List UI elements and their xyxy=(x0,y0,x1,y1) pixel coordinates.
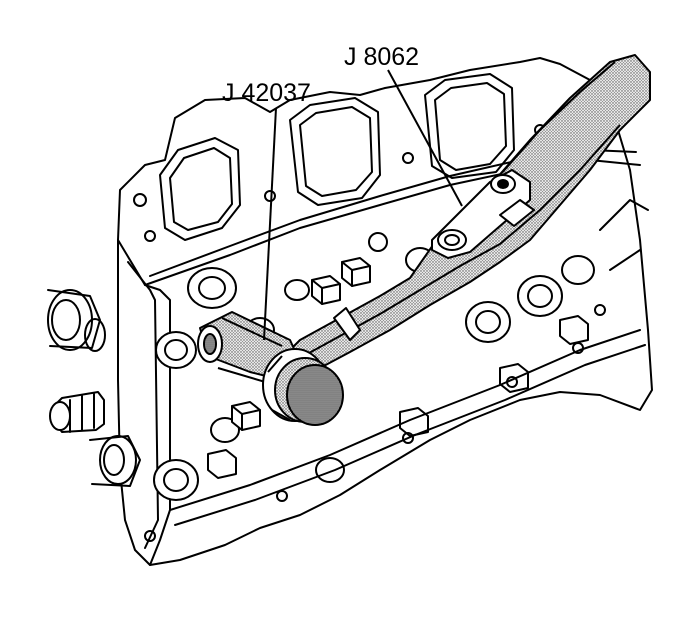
leader-line-j8062 xyxy=(387,69,463,207)
label-j8062: J 8062 xyxy=(344,43,420,71)
tool-j42037-adapter xyxy=(197,307,361,426)
label-j42037: J 42037 xyxy=(222,79,311,107)
intake-port-2 xyxy=(289,97,381,206)
intake-port-3 xyxy=(424,73,515,179)
front-face-bosses xyxy=(47,289,141,487)
leader-line-j42037 xyxy=(263,107,277,341)
intake-port-1 xyxy=(159,137,241,241)
tool-j8062-handle xyxy=(279,54,651,373)
lifter-bores xyxy=(153,247,595,501)
leader-lines xyxy=(263,69,463,341)
